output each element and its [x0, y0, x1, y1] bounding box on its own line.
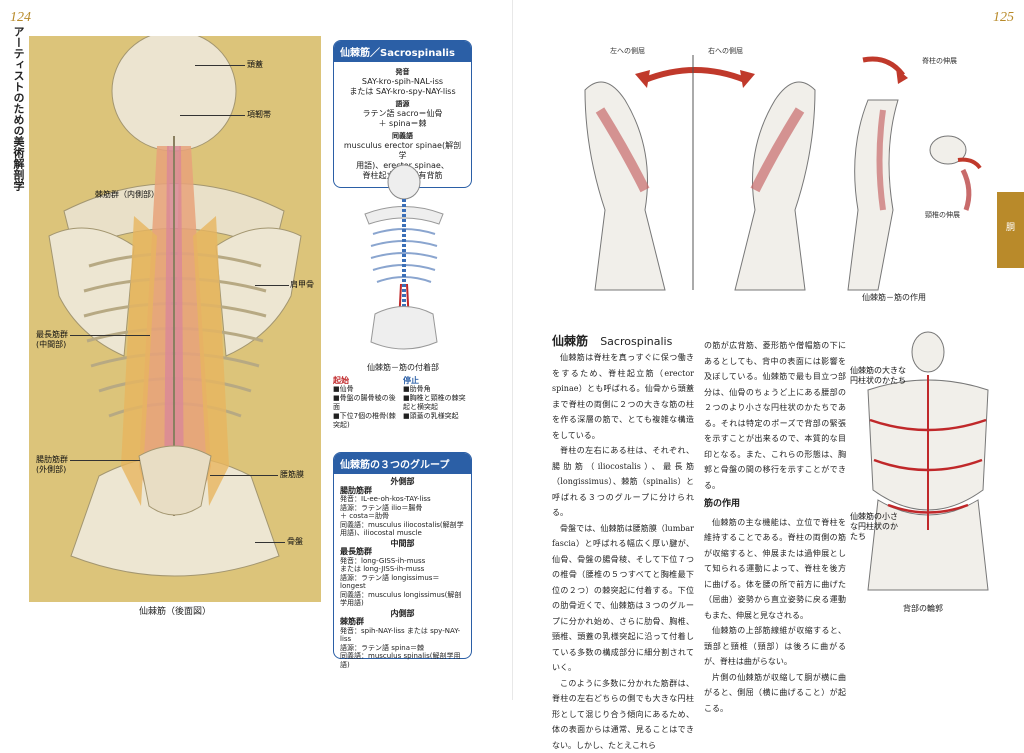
middle-pronunciation-1: 発音：long-GISS-ih-muss [340, 557, 465, 566]
insertion-item-3: ■頭蓋の乳様突起 [403, 412, 471, 421]
label-longissimus-2: (中間部) [36, 340, 66, 350]
origin-item-1: ■仙骨 [333, 385, 401, 394]
origin-item-2: ■骨盤の腸骨稜の後面 [333, 394, 401, 412]
synonyms-1: musculus erector spinae(解剖学 [340, 141, 465, 161]
synonyms-heading: 同義語 [340, 131, 465, 141]
attachment-figure-caption: 仙棘筋－筋の付着部 [333, 362, 473, 373]
label-spinalis-group: 棘筋群（内側部） [95, 190, 159, 200]
medial-etymology: 語源：ラテン語 spina＝棘 [340, 644, 465, 653]
label-left-flexion: 左への側屈 [610, 46, 645, 56]
body-column-1: 仙棘筋は脊柱を真っすぐに保つ働きをするため、脊柱起立筋（erector spin… [552, 350, 694, 753]
paragraph: このように多数に分かれた筋群は、脊柱の左右どちらの側でも大きな円柱形として混じり… [552, 676, 694, 753]
middle-name: 最長筋群 [340, 548, 465, 557]
lateral-pronunciation: 発音：IL-ee-oh-kos-TAY-liss [340, 495, 465, 504]
function-subheading: 筋の作用 [704, 497, 846, 513]
label-longissimus-1: 最長筋群 [36, 330, 68, 340]
paragraph: 仙棘筋は脊柱を真っすぐに保つ働きをするため、脊柱起立筋（erector spin… [552, 350, 694, 443]
three-groups-box: 仙棘筋の３つのグループ 外側部 腸肋筋群 発音：IL-ee-oh-kos-TAY… [333, 452, 472, 659]
lateral-synonym-2: 用語)、iliocostal muscle [340, 529, 465, 538]
back-contour-caption: 背部の輪郭 [848, 603, 998, 614]
medial-pronunciation: 発音：spih-NAY-liss または spy-NAY-liss [340, 627, 465, 644]
label-right-flexion: 右への側屈 [708, 46, 743, 56]
paragraph: 骨盤では、仙棘筋は腰筋膜（lumbar fascia）と呼ばれる幅広く厚い腱が、… [552, 521, 694, 676]
section-side-tab: 胴 [997, 192, 1024, 268]
extension-figure [838, 40, 988, 296]
lateral-synonym-1: 同義語：musculus iliocostalis(解剖学 [340, 521, 465, 530]
etymology-heading: 語源 [340, 99, 465, 109]
page-number-left: 124 [10, 10, 31, 26]
attachment-skeleton-figure [345, 164, 463, 360]
label-nuchal-ligament: 項靭帯 [247, 110, 271, 120]
insertion-item-1: ■肋骨角 [403, 385, 471, 394]
lateral-flexion-figure [565, 40, 835, 296]
book-title-vertical: アーティストのための美術解剖学 [8, 26, 24, 191]
label-extension: 脊柱の伸展 [922, 56, 957, 66]
back-muscles-drawing [29, 36, 321, 602]
insertion-item-2: ■胸椎と頸椎の棘突起と横突起 [403, 394, 471, 412]
page-number-right: 125 [993, 10, 1014, 26]
paragraph: 片側の仙棘筋が収縮して胴が横に曲がると、側屈（横に曲げること）が起こる。 [704, 670, 846, 717]
label-skull: 頭蓋 [247, 60, 263, 70]
info-box-title: 仙棘筋／Sacrospinalis [334, 41, 471, 62]
paragraph: の筋が広背筋、菱形筋や僧帽筋の下にあるとしても、背中の表面には影響を及ぼしている… [704, 338, 846, 493]
groups-box-title: 仙棘筋の３つのグループ [334, 453, 471, 474]
middle-synonym-2: 学用語) [340, 599, 465, 608]
heading-en: Sacrospinalis [600, 335, 672, 348]
side-tab-label: 胴 [997, 192, 1024, 233]
medial-synonym: 同義語：musculus spinalis(解剖学用語) [340, 652, 465, 669]
etymology-2: ＋ spina＝棘 [340, 119, 465, 129]
lateral-flexion-drawing [565, 40, 835, 296]
label-lumbar-fascia: 腰筋膜 [280, 470, 304, 480]
label-pelvis: 骨盤 [287, 537, 303, 547]
pronunciation-2: または SAY-kro-spy-NAY-liss [340, 87, 465, 97]
action-figure-caption: 仙棘筋－筋の作用 [862, 292, 926, 303]
attachment-skeleton-drawing [345, 164, 463, 360]
body-column-2: の筋が広背筋、菱形筋や僧帽筋の下にあるとしても、背中の表面には影響を及ぼしている… [704, 338, 846, 716]
paragraph: 仙棘筋の主な機能は、立位で脊柱を維持することである。脊柱の両側の筋が収縮すると、… [704, 515, 846, 624]
back-label-small-columns: 仙棘筋の小さな円柱状のかたち [850, 512, 900, 542]
pronunciation-1: SAY-kro-spih-NAL-iss [340, 77, 465, 87]
insertion-heading: 停止 [403, 376, 471, 385]
lateral-etymology-2: ＋ costa＝肋骨 [340, 512, 465, 521]
etymology-1: ラテン語 sacro＝仙骨 [340, 109, 465, 119]
origin-item-3: ■下位7個の椎骨(棘突起) [333, 412, 401, 430]
section-heading: 仙棘筋 Sacrospinalis [552, 332, 672, 349]
book-gutter [512, 0, 513, 700]
label-iliocostalis-1: 腸肋筋群 [36, 455, 68, 465]
label-scapula: 肩甲骨 [290, 280, 314, 290]
middle-synonym-1: 同義語：musculus longissimus(解剖 [340, 591, 465, 600]
medial-name: 棘筋群 [340, 618, 465, 627]
heading-jp: 仙棘筋 [552, 334, 588, 348]
origin-heading: 起始 [333, 376, 401, 385]
lateral-name: 腸肋筋群 [340, 487, 465, 496]
plate-caption: 仙棘筋（後面図） [29, 604, 321, 617]
extension-drawing [838, 40, 988, 296]
middle-pronunciation-2: または long-JISS-ih-muss [340, 565, 465, 574]
pronunciation-heading: 発音 [340, 67, 465, 77]
label-iliocostalis-2: (外側部) [36, 465, 66, 475]
middle-etymology: 語源：ラテン語 longissimus＝longest [340, 574, 465, 591]
back-label-large-columns: 仙棘筋の大きな円柱状のかたち [850, 366, 910, 386]
paragraph: 仙棘筋の上部筋線維が収縮すると、頭部と頸椎（頸部）は後ろに曲がるが、脊柱は曲がら… [704, 623, 846, 670]
paragraph: 脊柱の左右にある柱は、それぞれ、腸肋筋（iliocostalis）、最長筋（lo… [552, 443, 694, 521]
lateral-etymology-1: 語源：ラテン語 ilio＝腸骨 [340, 504, 465, 513]
label-neck-extension: 頸椎の伸展 [925, 210, 960, 220]
anatomy-plate-illustration [29, 36, 321, 602]
